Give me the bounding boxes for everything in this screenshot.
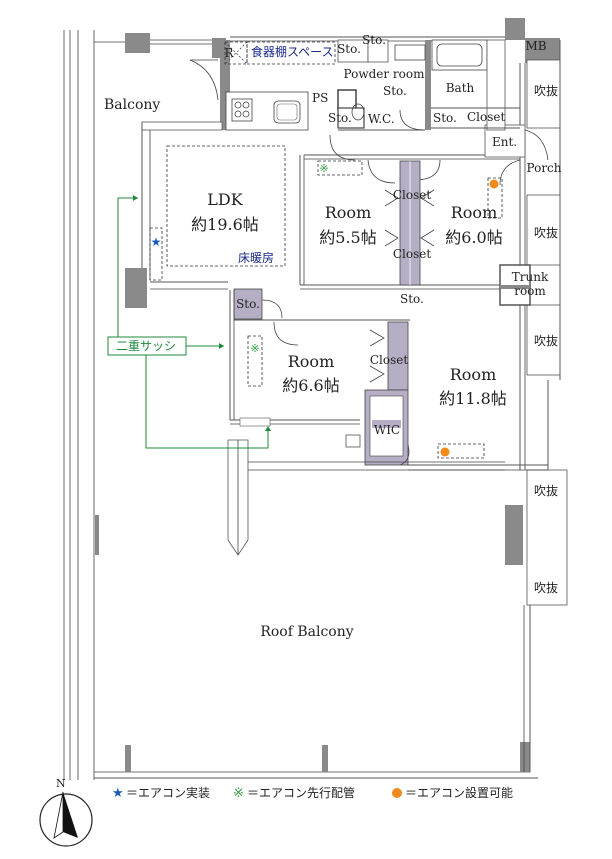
bath-label: Bath <box>446 81 475 95</box>
roof-balcony-label: Roof Balcony <box>260 624 353 640</box>
legend-dot-icon <box>392 788 402 798</box>
lower-rooms-walls <box>229 288 410 427</box>
room-2-name: Room <box>451 203 497 222</box>
bath-area <box>425 39 520 131</box>
sto-top-b-label: Sto. <box>362 33 386 47</box>
porch-label: Porch <box>527 161 562 175</box>
trunk-room-label-1: Trunk <box>512 270 549 284</box>
balcony-label: Balcony <box>104 97 160 113</box>
wic-label: WIC <box>374 423 400 437</box>
void-2-label: 吹抜 <box>534 226 558 240</box>
wc-area <box>337 39 426 131</box>
right-walls <box>499 40 568 606</box>
sto-bath-label: Sto. <box>433 111 457 125</box>
sto-ps-label: Sto. <box>383 84 407 98</box>
refrigerator-label: R <box>224 46 234 60</box>
room-3-name: Room <box>288 352 334 371</box>
ldk-size: 約19.6帖 <box>191 215 259 234</box>
compass-north-label: N <box>56 777 66 790</box>
void-5-label: 吹抜 <box>534 581 558 595</box>
wc-label: W.C. <box>368 112 395 126</box>
sto-top-a-label: Sto. <box>337 42 361 56</box>
ldk-name: LDK <box>207 190 243 209</box>
floor-heating-label: 床暖房 <box>238 250 274 265</box>
north-compass: N <box>39 777 93 847</box>
roof-balcony-boundary <box>94 505 538 779</box>
void-4-label: 吹抜 <box>534 484 558 498</box>
top-walls <box>94 18 560 130</box>
ac-piping-kome-icon-2: ※ <box>250 342 259 355</box>
closet-c-label: Closet <box>370 353 409 367</box>
void-1-label: 吹抜 <box>534 84 558 98</box>
room-3-size: 約6.6帖 <box>282 376 339 395</box>
room-2-size: 約6.0帖 <box>445 228 502 247</box>
legend-kome-icon: ※ <box>233 786 244 801</box>
legend-dot-text: ＝エアコン設置可能 <box>405 785 513 800</box>
legend-star-icon: ★ <box>112 786 124 801</box>
parapet <box>227 434 505 556</box>
closet-a-label: Closet <box>393 188 432 202</box>
sto-room3-label: Sto. <box>236 297 260 311</box>
ac-installed-star-icon: ★ <box>151 235 162 249</box>
double-sash-lines <box>107 195 271 449</box>
room-1-name: Room <box>325 203 371 222</box>
ac-possible-dot-icon-2 <box>440 447 450 457</box>
void-3-label: 吹抜 <box>534 334 558 348</box>
room-4-size: 約11.8帖 <box>439 389 507 408</box>
ps-label: PS <box>312 91 328 105</box>
trunk-room-label-2: room <box>514 284 546 298</box>
left-railing <box>63 30 99 780</box>
powder-room-label: Powder room <box>344 67 426 81</box>
sto-mid-label: Sto. <box>400 292 424 306</box>
double-sash-label: 二重サッシ <box>116 339 176 353</box>
floor-heating-area <box>166 145 286 267</box>
legend-kome-text: ＝エアコン先行配管 <box>247 785 355 800</box>
closet-bath-label: Closet <box>467 110 506 124</box>
kitchen-counter <box>225 91 309 131</box>
entrance-label: Ent. <box>492 135 517 149</box>
sto-wc-label: Sto. <box>328 111 352 125</box>
room-1-size: 約5.5帖 <box>319 228 376 247</box>
legend-star-text: ＝エアコン実装 <box>126 785 210 800</box>
closet-b-label: Closet <box>393 247 432 261</box>
ac-piping-kome-icon-1: ※ <box>319 162 328 175</box>
dish-shelf-label: 食器棚スペース <box>251 44 334 59</box>
room-4-name: Room <box>450 365 496 384</box>
ac-possible-dot-icon-1 <box>489 179 499 189</box>
legend: ★ ＝エアコン実装 ※ ＝エアコン先行配管 ＝エアコン設置可能 <box>112 785 513 801</box>
mb-label: MB <box>525 39 546 53</box>
